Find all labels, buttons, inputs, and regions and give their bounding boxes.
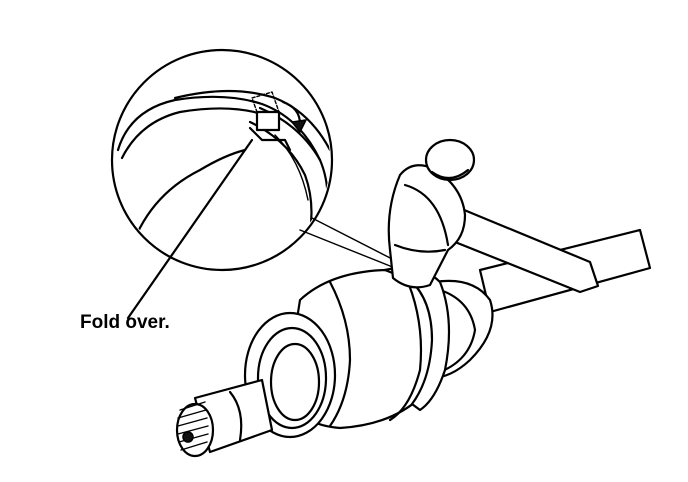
folded-tab bbox=[255, 110, 281, 132]
detail-magnifier bbox=[110, 48, 334, 272]
boot-band bbox=[383, 266, 451, 412]
hammer bbox=[387, 138, 600, 294]
callout-label: Fold over. bbox=[80, 312, 170, 333]
hammer-head bbox=[387, 164, 467, 289]
cv-joint-assembly bbox=[175, 228, 652, 458]
magnifier-connector bbox=[299, 229, 396, 269]
ball-peen bbox=[424, 138, 476, 182]
callout-leader-line bbox=[126, 138, 254, 320]
